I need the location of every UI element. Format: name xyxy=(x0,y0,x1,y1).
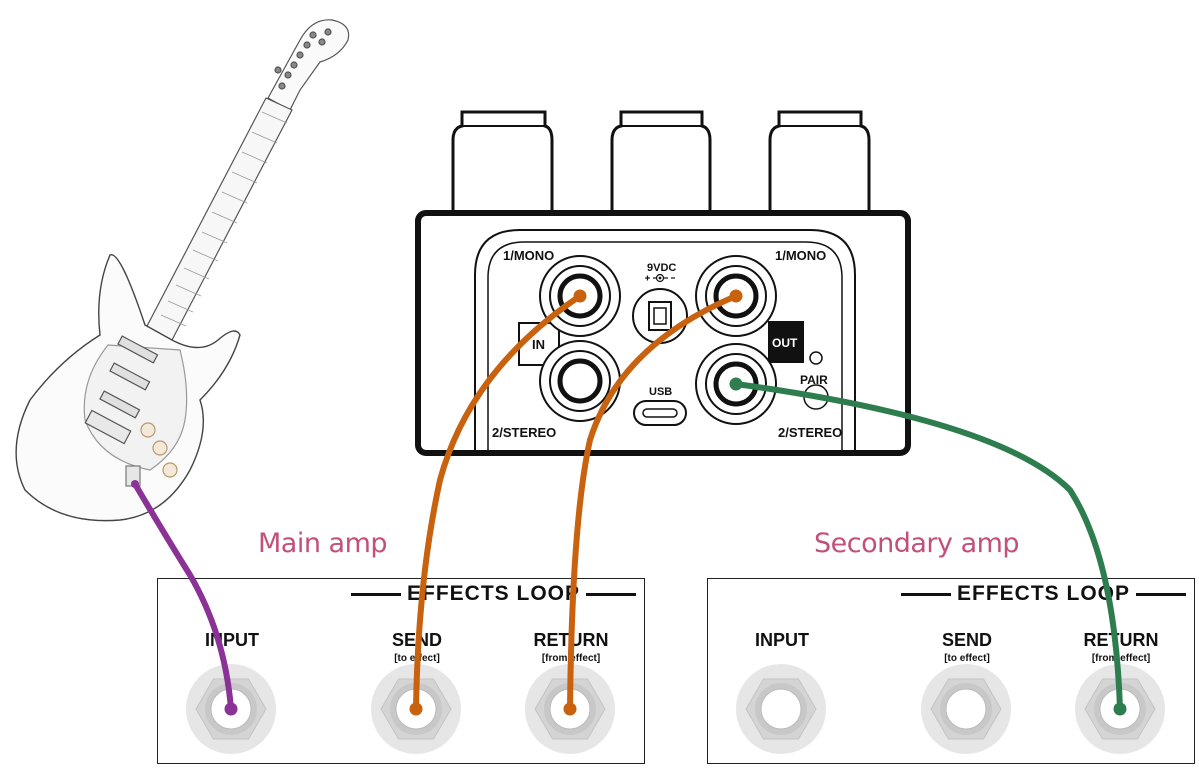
main-effects-loop-label: EFFECTS LOOP xyxy=(407,582,581,605)
guitar-to-input-cable xyxy=(132,481,234,712)
secondary-send-jack[interactable] xyxy=(920,663,1012,755)
pedal-right-bottom-label: 2/STEREO xyxy=(778,425,842,440)
pedal-right-top-label: 1/MONO xyxy=(775,248,826,263)
pedal-pair-label: PAIR xyxy=(800,373,828,387)
pedal-left-bottom-label: 2/STEREO xyxy=(492,425,556,440)
pedal-output1-plug-tip xyxy=(729,289,743,303)
input-plug-tip xyxy=(224,702,238,716)
secondary-effects-loop-label: EFFECTS LOOP xyxy=(957,582,1131,605)
pedal-out-tab-label: OUT xyxy=(772,336,798,350)
pedal-usb-label: USB xyxy=(649,386,672,398)
pedal-output-to-return-cable xyxy=(567,293,739,712)
pedal-knob xyxy=(451,110,871,213)
main-effects-loop-heading: EFFECTS LOOP xyxy=(351,582,637,606)
guitar-illustration xyxy=(15,19,350,522)
secondary-input-label: INPUT xyxy=(755,630,809,650)
secondary-return-plug-tip xyxy=(1113,702,1127,716)
pedal-left-top-label: 1/MONO xyxy=(503,248,554,263)
secondary-return-label: RETURN [from effect] xyxy=(1083,630,1159,664)
pedal-output2-to-secondary-return-cable xyxy=(733,381,1123,712)
secondary-effects-loop-heading: EFFECTS LOOP xyxy=(901,582,1187,606)
pedal-in-tab-label: IN xyxy=(532,337,545,352)
pedal-input-plug-tip xyxy=(573,289,587,303)
pedal-power-label: 9VDC xyxy=(647,262,676,274)
return-plug-tip xyxy=(563,702,577,716)
main-amp-title: Main amp xyxy=(258,528,388,559)
pedal-output2-plug-tip xyxy=(729,377,743,391)
secondary-send-label: SEND [to effect] xyxy=(941,630,992,664)
guitar-plug-tip xyxy=(131,480,139,488)
secondary-amp-title: Secondary amp xyxy=(814,528,1020,559)
send-to-pedal-input-cable xyxy=(413,293,583,712)
send-plug-tip xyxy=(409,702,423,716)
secondary-input-jack[interactable] xyxy=(735,663,827,755)
